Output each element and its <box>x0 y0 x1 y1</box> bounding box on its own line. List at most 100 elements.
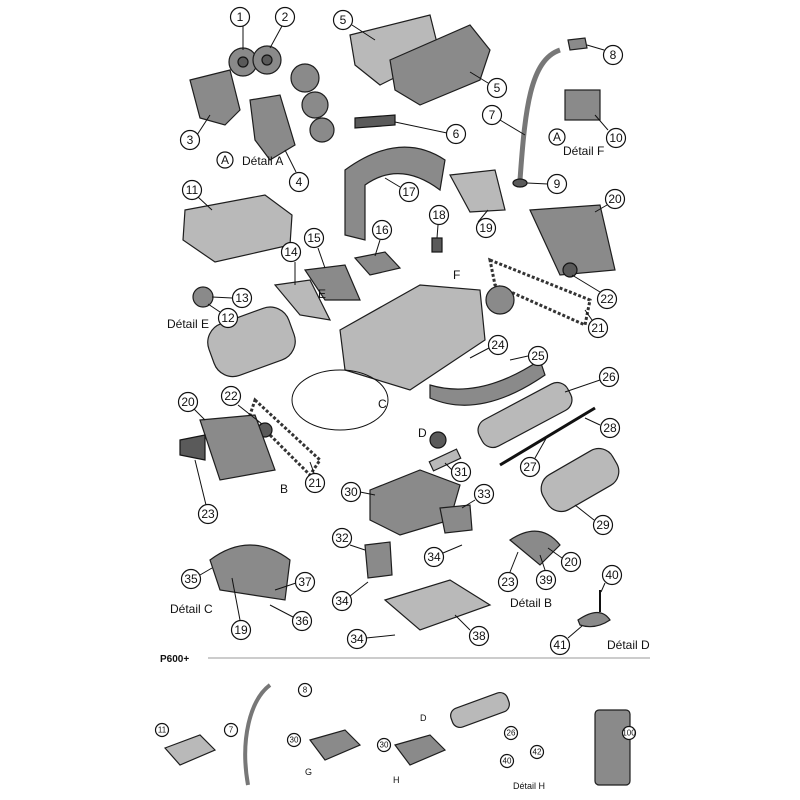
p600-motor-30b <box>393 734 447 766</box>
flap-14 <box>273 279 332 321</box>
callout-6: 6 <box>394 121 467 145</box>
callout-34a: 34 <box>423 544 463 568</box>
bracket-33 <box>439 504 473 534</box>
svg-text:41: 41 <box>553 638 567 652</box>
gearbox-plate-4 <box>249 94 296 161</box>
letter-a-2: A <box>548 128 566 146</box>
svg-text:35: 35 <box>184 572 198 586</box>
callout-7: 7 <box>481 104 526 136</box>
callout-8: 8 <box>586 44 624 66</box>
svg-text:24: 24 <box>491 338 505 352</box>
cable-7 <box>517 47 561 181</box>
svg-text:10: 10 <box>609 131 623 145</box>
svg-text:12: 12 <box>221 311 235 325</box>
callout-41: 41 <box>549 625 583 656</box>
svg-text:3: 3 <box>187 133 194 147</box>
detail-d-label: Détail D <box>607 638 650 652</box>
p600-callout-30a: 30 <box>286 732 302 748</box>
svg-text:8: 8 <box>610 48 617 62</box>
detail-a-ellipse <box>291 369 389 431</box>
svg-text:A: A <box>553 130 561 144</box>
callout-4: 4 <box>284 149 310 193</box>
svg-text:28: 28 <box>603 421 617 435</box>
p600-callout-26: 26 <box>503 725 519 741</box>
callout-20a: 20 <box>594 188 626 213</box>
flap-15 <box>303 264 361 301</box>
detail-h-label: Détail H <box>513 781 545 791</box>
callout-39: 39 <box>535 554 557 591</box>
letter-b: B <box>280 482 288 496</box>
svg-text:14: 14 <box>284 245 298 259</box>
callout-38: 38 <box>454 614 490 647</box>
callout-21b: 21 <box>304 461 326 494</box>
svg-text:21: 21 <box>591 321 605 335</box>
detail-e-label: Détail E <box>167 317 209 331</box>
callout-30: 30 <box>340 481 376 503</box>
callout-28: 28 <box>584 417 621 439</box>
svg-text:31: 31 <box>454 465 468 479</box>
detail-b-part <box>508 530 561 566</box>
detail-b-label: Détail B <box>510 596 552 610</box>
letter-g: G <box>305 767 312 777</box>
callout-32: 32 <box>331 527 366 551</box>
svg-text:37: 37 <box>298 575 312 589</box>
detail-c-label: Détail C <box>170 602 213 616</box>
p600-cover-11 <box>163 734 217 766</box>
svg-text:11: 11 <box>186 183 199 197</box>
callout-35: 35 <box>180 567 213 590</box>
svg-text:20: 20 <box>181 395 195 409</box>
bumper-25 <box>429 359 546 406</box>
callout-25: 25 <box>509 345 549 367</box>
svg-text:100: 100 <box>622 729 636 738</box>
callout-13: 13 <box>211 287 253 309</box>
svg-text:26: 26 <box>602 370 616 384</box>
svg-text:27: 27 <box>523 460 537 474</box>
svg-text:40: 40 <box>605 568 619 582</box>
side-plate-20-right <box>529 204 616 276</box>
svg-text:5: 5 <box>340 13 347 27</box>
letter-h: H <box>393 775 400 785</box>
callout-22a: 22 <box>571 274 618 310</box>
svg-text:39: 39 <box>539 573 553 587</box>
p600-callout-100: 100 <box>621 725 636 741</box>
svg-text:26: 26 <box>507 729 516 738</box>
callout-10: 10 <box>594 114 627 149</box>
detail-c-part <box>209 544 291 601</box>
detail-f-part-10 <box>564 89 601 121</box>
callout-34b: 34 <box>331 581 369 612</box>
p600-callout-11: 11 <box>154 722 170 738</box>
p600-callout-7: 7 <box>223 722 239 738</box>
svg-text:15: 15 <box>307 231 321 245</box>
filter-16 <box>353 251 402 276</box>
detail-f-label: Détail F <box>563 144 604 158</box>
svg-text:17: 17 <box>402 185 416 199</box>
letter-f: F <box>453 268 460 282</box>
callouts-main: 1 2 3 4 5 5 6 7 8 9 10 11 12 13 14 15 16… <box>177 6 627 656</box>
foot-23-left <box>179 434 206 461</box>
p600-motor-30a <box>308 729 362 761</box>
p600-callout-42: 42 <box>529 744 545 760</box>
p600-caddy-100 <box>594 709 631 786</box>
sleeve-29 <box>540 447 620 513</box>
callouts-p600: 11 7 8 30 30 26 40 42 100 <box>154 682 636 769</box>
callout-2: 2 <box>269 6 296 49</box>
svg-text:19: 19 <box>479 221 493 235</box>
detail-a-label: Détail A <box>242 154 283 168</box>
p600-callout-30b: 30 <box>376 737 392 753</box>
roller-26 <box>477 381 573 449</box>
callout-21a: 21 <box>584 309 609 339</box>
svg-text:6: 6 <box>453 127 460 141</box>
svg-text:8: 8 <box>303 686 308 695</box>
callout-20c: 20 <box>547 547 582 573</box>
svg-text:20: 20 <box>564 555 578 569</box>
p600-cable-7 <box>243 683 272 786</box>
callout-22b: 22 <box>220 385 263 425</box>
callout-11: 11 <box>181 179 213 211</box>
letter-e: E <box>318 287 326 301</box>
svg-text:19: 19 <box>234 623 248 637</box>
svg-text:7: 7 <box>229 726 234 735</box>
detail-labels: Détail A Détail B Détail C Détail D Déta… <box>167 144 650 791</box>
svg-text:16: 16 <box>375 223 389 237</box>
gear-parts-1-2 <box>228 45 335 143</box>
